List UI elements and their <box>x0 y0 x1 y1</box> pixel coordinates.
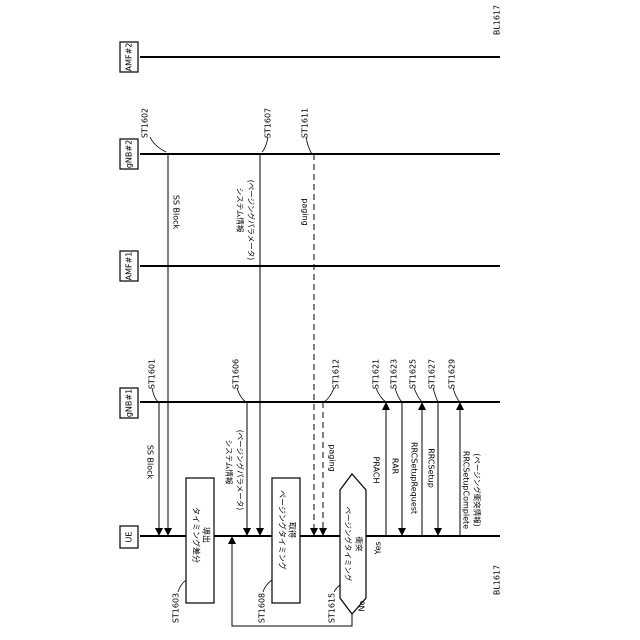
label-st1606: ST1606 <box>232 359 241 389</box>
label-st1611: ST1611 <box>301 108 310 138</box>
label-rrc-setup-complete-b: (ページング衝突情報) <box>473 453 483 526</box>
process-st1608-line2: 取得 <box>288 522 298 538</box>
process-st1603-line1: タイミング差分 <box>192 507 202 563</box>
label-rrc-setup-request: RRCSetupRequest <box>410 442 419 514</box>
label-rrc-setup: RRCSetup <box>427 448 436 488</box>
label-st1607: ST1607 <box>264 108 273 138</box>
label-st1625: ST1625 <box>409 359 418 389</box>
label-st1601: ST1601 <box>148 359 157 389</box>
label-st1627: ST1627 <box>428 359 437 389</box>
bl1617-bottom-label: BL1617 <box>493 565 502 595</box>
process-st1608: ページングタイミング 取得 <box>272 478 300 603</box>
label-ss-block-1: SS Block <box>146 445 155 480</box>
label-st1603: ST1603 <box>172 593 181 623</box>
process-st1603-line2: 導出 <box>202 527 212 543</box>
decision-yes: Yes <box>374 542 383 556</box>
label-sysinfo-2-b: (ページングパラメータ) <box>247 180 257 261</box>
entity-box-gnb1-label: gNB#1 <box>125 389 134 417</box>
decision-line1: ページングタイミング <box>344 507 354 582</box>
entity-box-gnb2-label: gNB#2 <box>125 140 134 168</box>
label-sysinfo-2-a: システム情報 <box>236 188 246 233</box>
entity-box-amf1-label: AMF#1 <box>125 252 134 281</box>
label-st1621: ST1621 <box>372 359 381 389</box>
label-sysinfo-1-a: システム情報 <box>225 440 235 485</box>
bl1617-top-label: BL1617 <box>493 5 502 35</box>
label-rrc-setup-complete-a: RRCSetupComplete <box>462 451 471 529</box>
process-st1608-line1: ページングタイミング <box>278 490 288 570</box>
process-st1603: タイミング差分 導出 <box>186 478 214 603</box>
label-paging-1: paging <box>328 444 337 471</box>
decision-st1615: ページングタイミング 衝突 <box>340 474 366 614</box>
label-st1602: ST1602 <box>141 108 150 138</box>
label-st1615: ST1615 <box>328 593 337 623</box>
entity-box-amf2: AMF#2 <box>120 42 138 72</box>
entity-box-gnb1: gNB#1 <box>120 388 138 418</box>
entity-box-amf2-label: AMF#2 <box>125 43 134 72</box>
label-ss-block-2: SS Block <box>172 195 181 230</box>
label-st1629: ST1629 <box>448 359 457 389</box>
label-prach: PRACH <box>372 457 381 484</box>
label-rar: RAR <box>391 458 400 475</box>
entity-box-ue: UE <box>120 526 138 548</box>
entity-box-gnb2: gNB#2 <box>120 139 138 169</box>
label-paging-2: paging <box>301 198 310 225</box>
decision-no: No <box>358 600 367 611</box>
entity-box-amf1: AMF#1 <box>120 251 138 281</box>
decision-line2: 衝突 <box>355 537 365 552</box>
entity-box-ue-label: UE <box>125 532 134 543</box>
label-st1623: ST1623 <box>390 359 399 389</box>
label-st1612: ST1612 <box>332 359 341 389</box>
label-st1608: ST1608 <box>258 593 267 623</box>
label-sysinfo-1-b: (ページングパラメータ) <box>236 430 246 511</box>
